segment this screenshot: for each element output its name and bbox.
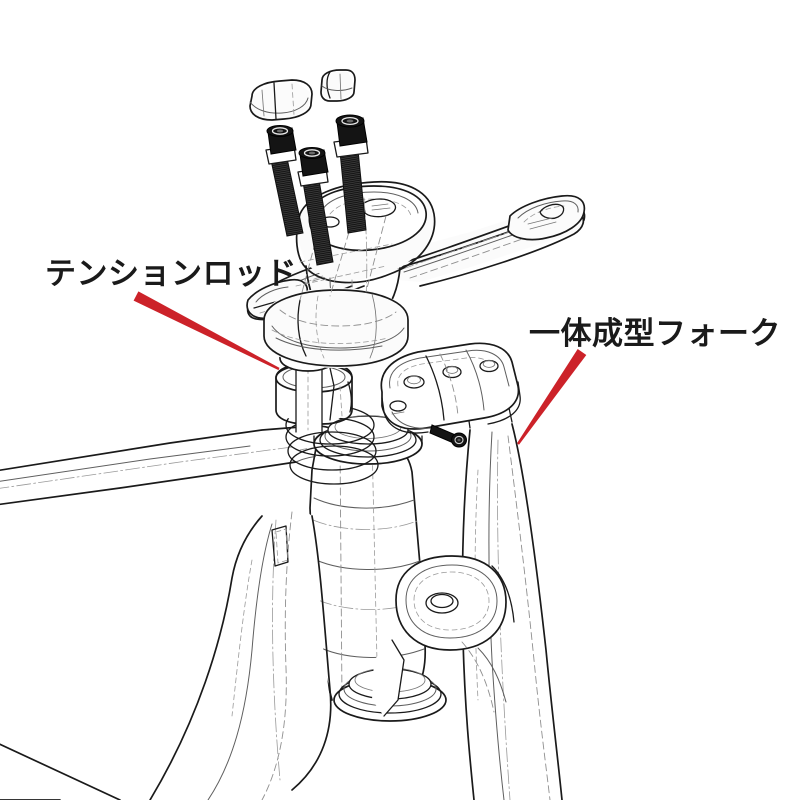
fork-crown-bolt — [429, 424, 467, 448]
integrated-handlebar-stem — [246, 180, 586, 368]
upper-bearing — [313, 415, 423, 465]
callout-label-integrated-fork: 一体成型フォーク — [529, 316, 781, 352]
stem-bolt-3 — [333, 114, 369, 234]
callout-label-tension-rod: テンションロッド — [45, 256, 297, 292]
stem-bolts — [265, 114, 369, 266]
cable-clip — [320, 69, 356, 102]
arrow-integrated-fork — [517, 349, 587, 445]
port-cover — [249, 79, 313, 122]
callout-arrows — [133, 291, 587, 445]
fork-assembly — [372, 342, 563, 800]
fork-leg-boss — [395, 555, 515, 713]
stem-bolt-1 — [265, 125, 304, 237]
fork-crown — [380, 342, 521, 434]
stem-bolt-2 — [297, 147, 334, 266]
small-parts — [249, 69, 356, 122]
arrow-tension-rod — [133, 291, 280, 371]
